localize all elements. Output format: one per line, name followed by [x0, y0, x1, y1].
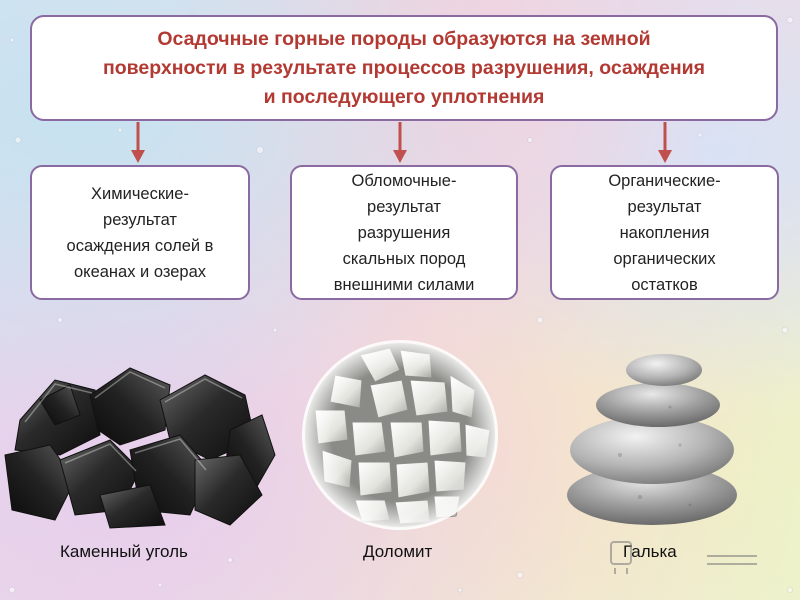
cat1-line4: океанах и озерах [73, 262, 206, 281]
cat2-line2: результат [367, 197, 441, 216]
arrowhead-chemical [131, 150, 145, 163]
cat1-line1: Химические- [91, 184, 189, 203]
cat3-line3: накопления [619, 223, 710, 242]
cat2-line3: разрушения [357, 223, 451, 242]
cat2-line4: скальных пород [342, 249, 466, 268]
cat3-line1: Органические- [608, 171, 721, 190]
coal-rocks-image [4, 367, 276, 529]
arrowhead-clastic [393, 150, 407, 163]
title-text: Осадочные горные породы образуются на зе… [103, 25, 705, 112]
organic-category-box: Органические- результат накопления орган… [550, 165, 779, 300]
chemical-category-box: Химические- результат осаждения солей в … [30, 165, 250, 300]
dolomite-gravel-image [302, 340, 498, 530]
cat3-line5: остатков [631, 275, 698, 294]
cat1-line3: осаждения солей в [66, 236, 214, 255]
clastic-category-text: Обломочные- результат разрушения скальны… [334, 168, 475, 298]
pebble-label: Галька [623, 542, 677, 561]
cat2-line5: внешними силами [333, 275, 475, 294]
pebble-stack-image [567, 354, 737, 525]
watermark-graphic [610, 541, 757, 574]
coal-label: Каменный уголь [60, 542, 188, 561]
cat3-line4: органических [613, 249, 716, 268]
cat3-line2: результат [627, 197, 702, 216]
dolomite-label: Доломит [363, 542, 433, 561]
chemical-category-text: Химические- результат осаждения солей в … [67, 181, 214, 285]
organic-category-text: Органические- результат накопления орган… [608, 168, 720, 298]
cat2-line1: Обломочные- [351, 171, 457, 190]
title-box: Осадочные горные породы образуются на зе… [30, 15, 778, 121]
arrowhead-organic [658, 150, 672, 163]
title-line-3: и последующего уплотнения [263, 85, 545, 108]
connector-arrows [131, 122, 672, 163]
title-line-1: Осадочные горные породы образуются на зе… [157, 27, 651, 50]
cat1-line2: результат [103, 210, 177, 229]
clastic-category-box: Обломочные- результат разрушения скальны… [290, 165, 518, 300]
title-line-2: поверхности в результате процессов разру… [102, 56, 706, 79]
